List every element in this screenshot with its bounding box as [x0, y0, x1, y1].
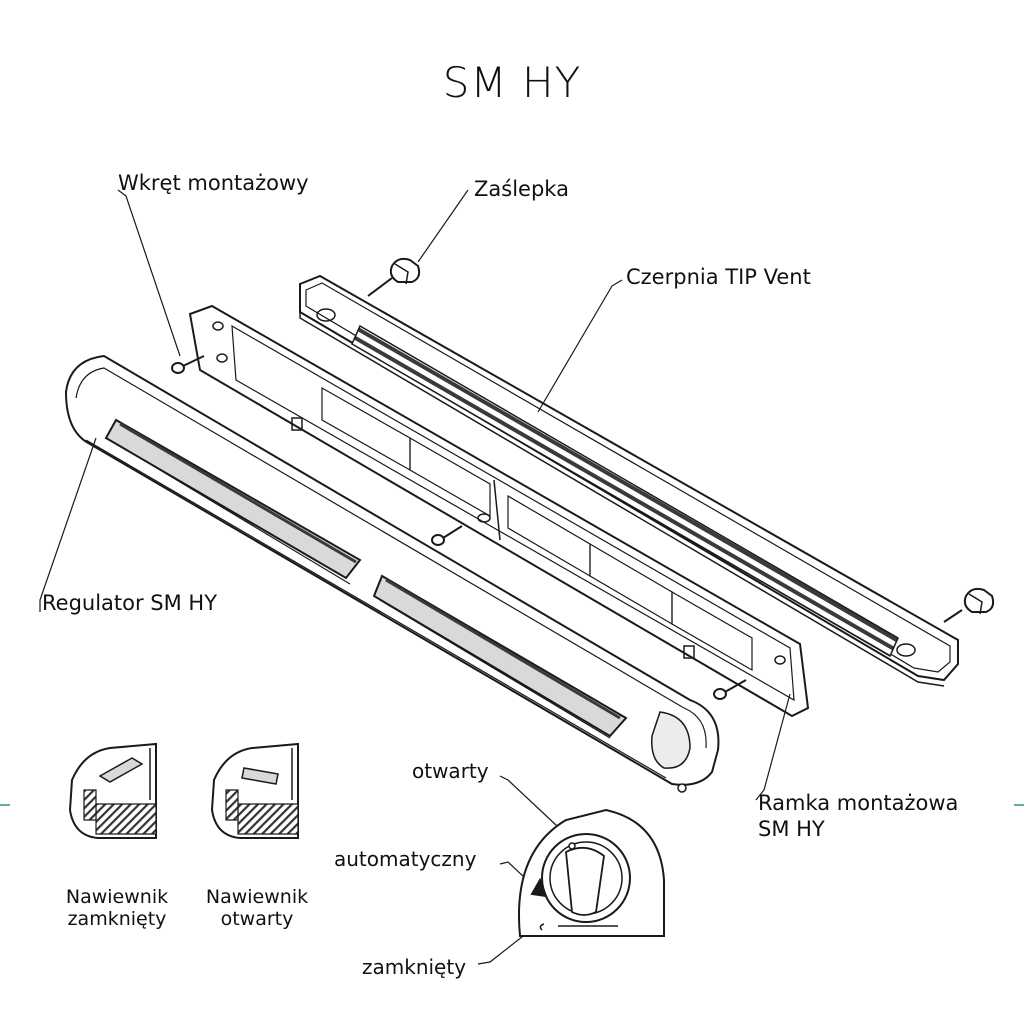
screw-left [171, 355, 205, 374]
screw-middle [431, 525, 463, 546]
knob-detail [518, 808, 665, 937]
cap-bottom [943, 587, 995, 623]
knob-label-closed: zamknięty [362, 955, 467, 979]
inset-open [210, 742, 299, 839]
knob-label-auto: automatyczny [334, 847, 477, 871]
label-frame-line1: Ramka montażowa [758, 791, 959, 815]
caption-open-line2: otwarty [220, 908, 294, 930]
knob-label-open: otwarty [412, 759, 489, 783]
screw-right [713, 679, 747, 700]
caption-open-line1: Nawiewnik [205, 886, 309, 908]
label-frame-line2: SM HY [758, 817, 825, 841]
label-screw: Wkręt montażowy [118, 171, 309, 195]
leader-lines [39, 189, 791, 965]
regulator-body [64, 354, 720, 793]
inset-closed [68, 742, 157, 839]
label-hood: Czerpnia TIP Vent [626, 265, 811, 289]
mounting-frame [188, 304, 810, 718]
caption-closed-line2: zamknięty [67, 908, 167, 930]
label-cap: Zaślepka [474, 177, 569, 201]
cap-top [367, 257, 421, 297]
label-regulator: Regulator SM HY [42, 591, 218, 615]
diagram-title: SM HY [442, 58, 582, 107]
hood-tip-vent [299, 274, 959, 687]
caption-closed-line1: Nawiewnik [65, 886, 169, 908]
